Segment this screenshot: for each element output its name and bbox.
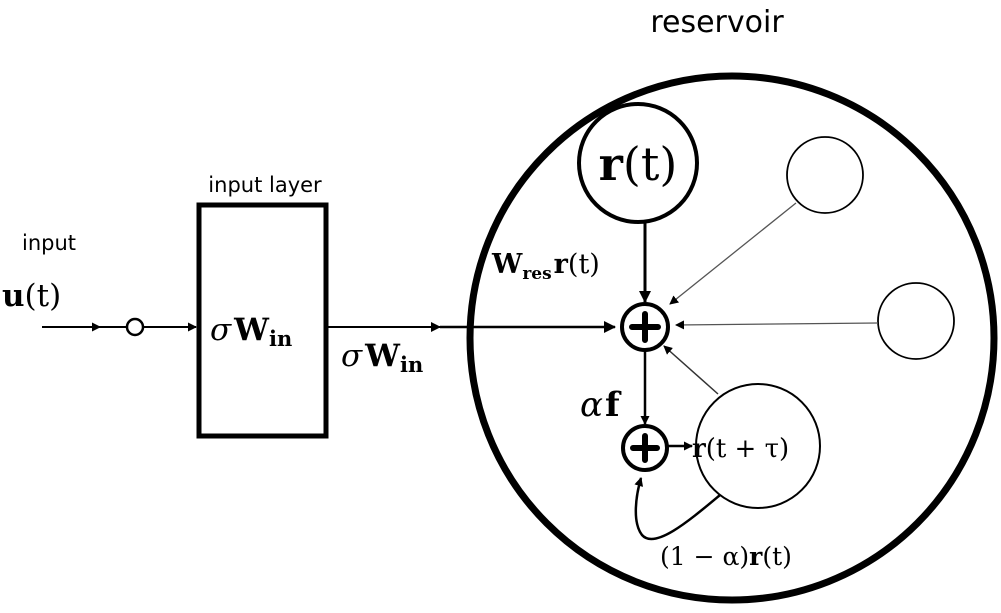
reservoir-circle [466,72,998,604]
r-symbol-2: r [554,249,569,280]
r-argument: (t) [623,137,677,191]
u-symbol: u [2,278,25,314]
w-res-symbol: W [491,249,523,280]
u-argument: (t) [25,278,62,314]
in-subscript: in [269,326,292,351]
feedback-arrow [663,345,719,395]
input-label: input [22,231,76,255]
leak-argument: (t) [762,542,792,571]
r-symbol-3: r [692,434,706,464]
one-minus-alpha: (1 − α) [660,542,749,571]
reservoir-title: reservoir [650,5,784,40]
neighbor-2-arrow [675,320,879,330]
neighbor-node-1 [786,136,864,214]
next-state-argument: (t + τ) [706,434,789,464]
input-layer-function: σWin [210,312,292,351]
plus-icon [629,311,661,343]
w-symbol-2: W [364,338,401,374]
r-symbol: r [599,137,624,191]
plus-icon-2 [630,433,660,463]
input-node [125,317,145,337]
alpha-symbol: α [580,385,603,425]
neighbor-node-2 [877,282,955,360]
w-symbol: W [233,312,270,348]
in-subscript-2: in [400,352,423,377]
input-variable-label: u(t) [2,278,61,314]
input-layer-label: input layer [208,173,322,197]
next-state-label: r(t + τ) [692,434,789,464]
sigma-symbol: σ [210,312,232,348]
leak-loop-arrow [634,477,721,541]
recurrent-term-label: Wresr(t) [491,249,600,284]
f-symbol: f [605,385,622,425]
r-argument-2: (t) [568,249,600,280]
weighted-input-label: σWin [341,338,423,377]
sigma-symbol-2: σ [341,338,363,374]
activation-label: αf [580,385,622,425]
r-symbol-4: r [749,542,763,571]
leak-term-label: (1 − α)r(t) [660,542,792,571]
state-node-label: r(t) [599,137,678,191]
state-node [577,102,699,224]
input-layer-box [196,202,329,439]
neighbor-1-arrow [669,202,797,305]
res-subscript: res [522,264,551,284]
next-state-node [695,383,821,509]
